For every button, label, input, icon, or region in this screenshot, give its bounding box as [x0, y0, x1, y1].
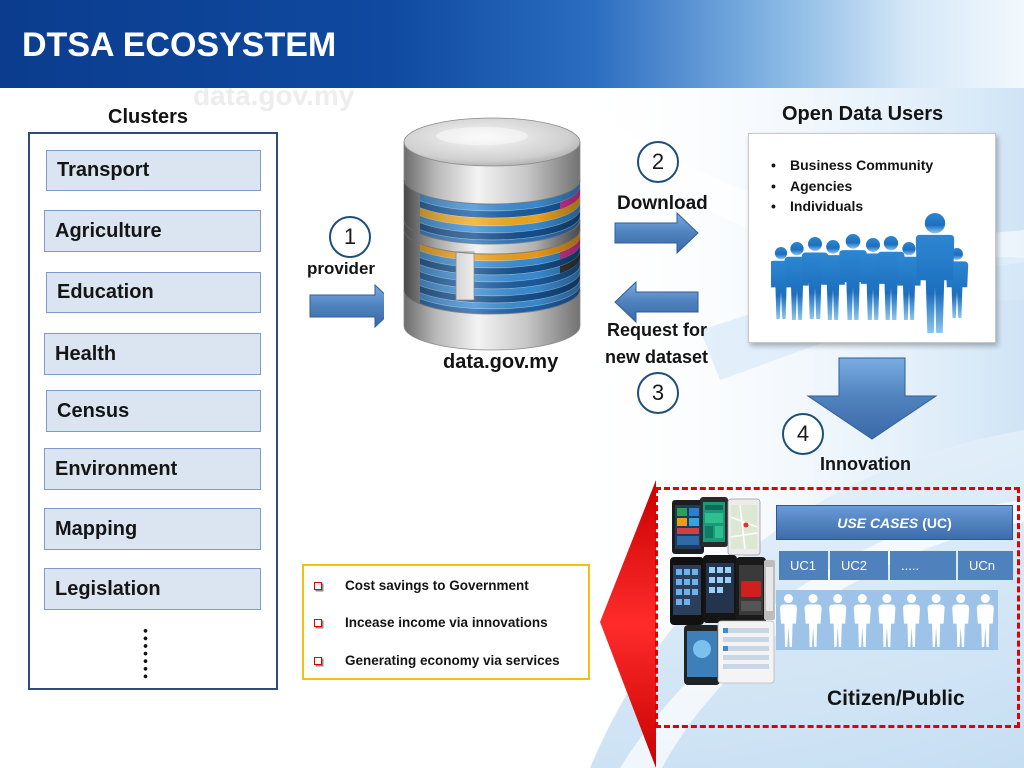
- step-1-circle: 1: [329, 216, 371, 258]
- request-label-line2: new dataset: [605, 347, 709, 367]
- red-square-bullet-icon: [314, 619, 322, 627]
- cluster-item-legislation: Legislation: [44, 568, 261, 610]
- citizen-public-label: Citizen/Public: [827, 687, 965, 710]
- step-4-circle: 4: [782, 413, 824, 455]
- citizen-figure: [927, 594, 945, 647]
- citizen-figure: [804, 594, 822, 647]
- citizen-people-icon: [780, 594, 994, 647]
- mobile-apps-icon: [670, 497, 775, 685]
- use-case-cell: .....: [890, 551, 956, 580]
- use-cases-title: USE CASES: [837, 514, 919, 531]
- cluster-item-environment: Environment: [44, 448, 261, 490]
- citizen-icons-strip: [776, 590, 998, 650]
- list-item: Agencies: [771, 176, 933, 197]
- slide-title: DTSA ECOSYSTEM: [22, 26, 337, 64]
- step-3-circle: 3: [637, 372, 679, 414]
- person-silhouette: [839, 234, 867, 320]
- cluster-item-agriculture: Agriculture: [44, 210, 261, 252]
- open-data-users-panel: Business Community Agencies Individuals: [748, 133, 996, 343]
- use-case-cell: UC1: [779, 551, 828, 580]
- portal-label: data.gov.my: [443, 351, 559, 373]
- benefits-panel: Cost savings to Government Incease incom…: [302, 564, 590, 680]
- cluster-item-health: Health: [44, 333, 261, 375]
- citizen-figure: [903, 594, 920, 647]
- use-cases-suffix: (UC): [922, 514, 952, 531]
- citizen-figure: [829, 594, 847, 647]
- citizen-figure: [853, 594, 871, 647]
- request-arrow-icon: [614, 281, 699, 323]
- title-bar: DTSA ECOSYSTEM: [0, 0, 1024, 88]
- download-arrow-icon: [614, 212, 699, 254]
- open-data-users-list: Business Community Agencies Individuals: [771, 155, 933, 217]
- citizen-figure: [976, 594, 994, 647]
- provider-label: provider: [307, 259, 376, 278]
- cluster-item-census: Census: [46, 390, 261, 432]
- citizen-section-frame: [655, 487, 1020, 728]
- red-pointer-triangle-icon: [600, 480, 656, 768]
- innovation-arrow-icon: [806, 357, 938, 440]
- person-silhouette: [820, 240, 846, 320]
- benefit-text: Cost savings to Government: [345, 578, 529, 593]
- red-square-bullet-icon: [314, 582, 322, 590]
- cluster-item-mapping: Mapping: [44, 508, 261, 550]
- business-people-icon: [771, 213, 969, 333]
- step-2-circle: 2: [637, 141, 679, 183]
- database-icon: [384, 112, 602, 356]
- cluster-item-transport: Transport: [46, 150, 261, 191]
- person-silhouette: [896, 242, 922, 320]
- use-case-cell: UCn: [958, 551, 1013, 580]
- citizen-figure: [780, 594, 797, 647]
- person-silhouette: [915, 213, 955, 333]
- more-clusters-ellipsis: [143, 627, 148, 681]
- list-item: Individuals: [771, 196, 933, 217]
- use-case-cell: UC2: [830, 551, 888, 580]
- request-label-line1: Request for: [607, 320, 708, 340]
- benefit-text: Incease income via innovations: [345, 615, 548, 630]
- benefit-text: Generating economy via services: [345, 653, 560, 668]
- open-data-users-heading: Open Data Users: [782, 103, 944, 125]
- clusters-heading: Clusters: [108, 106, 189, 128]
- citizen-figure: [952, 594, 970, 647]
- list-item: Business Community: [771, 155, 933, 176]
- download-label: Download: [617, 193, 708, 214]
- cluster-item-education: Education: [46, 272, 261, 313]
- red-square-bullet-icon: [314, 657, 322, 665]
- citizen-figure: [878, 594, 896, 647]
- use-cases-header: USE CASES (UC): [776, 505, 1013, 540]
- innovation-label: Innovation: [820, 454, 911, 474]
